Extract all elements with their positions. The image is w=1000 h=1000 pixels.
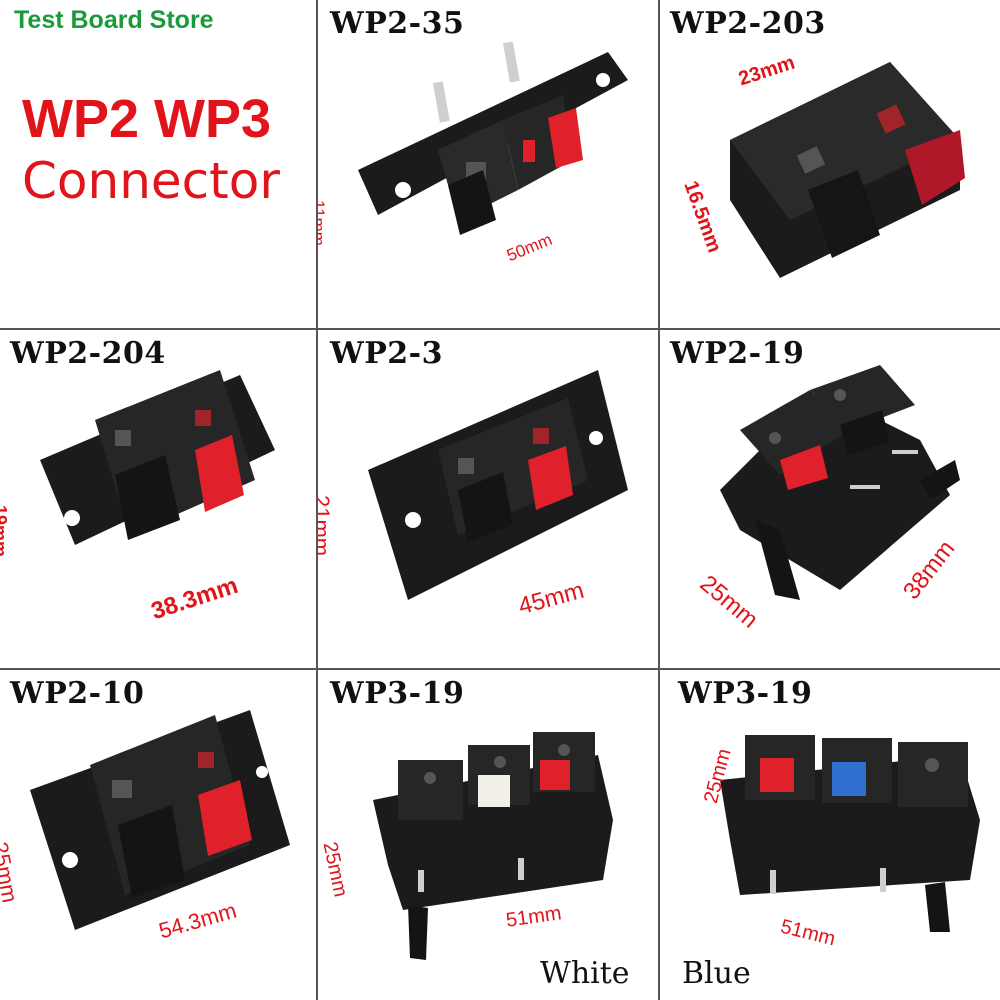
connector-wp2-35-image [358, 41, 628, 235]
panel-wp2-203: WP2-203 23mm 16.5mm [660, 0, 1000, 328]
panel-wp2-19: WP2-19 25mm 38mm [660, 330, 1000, 668]
panel-wp2-10: WP2-10 25mm 54.3mm [0, 670, 316, 1000]
color-caption: White [540, 956, 630, 991]
divider-vertical-1 [316, 0, 318, 1000]
panel-wp3-19-blue: WP3-19 25mm 51mm Blue [660, 670, 1000, 1000]
dimension-height: 19mm [0, 505, 10, 558]
panel-wp2-3: WP2-3 21mm 45mm [318, 330, 658, 668]
panel-wp3-19-white: WP3-19 25mm 51mm White [318, 670, 658, 1000]
connector-wp2-3-image [368, 370, 628, 600]
connector-wp2-19-image [720, 365, 960, 600]
store-brand: Test Board Store [14, 6, 214, 34]
connector-wp3-19-blue-image [720, 735, 980, 932]
headline-models: WP2 WP3 [22, 89, 272, 149]
model-label: WP3-19 [678, 676, 813, 711]
model-label: WP2-204 [10, 336, 166, 371]
model-label: WP3-19 [330, 676, 465, 711]
divider-horizontal-2 [0, 668, 1000, 670]
panel-wp2-35: WP2-35 11mm 50mm [318, 0, 658, 328]
connector-wp2-203-image [730, 62, 965, 278]
model-label: WP2-35 [330, 6, 465, 41]
panel-wp2-204: WP2-204 19mm 38.3mm [0, 330, 316, 668]
divider-horizontal-1 [0, 328, 1000, 330]
model-label: WP2-10 [10, 676, 145, 711]
connector-wp2-10-image [30, 710, 290, 930]
model-label: WP2-203 [670, 6, 826, 41]
dimension-height: 11mm [318, 200, 328, 246]
color-caption: Blue [682, 956, 751, 991]
connector-wp2-204-image [40, 370, 275, 545]
divider-vertical-2 [658, 0, 660, 1000]
headline-connector: Connector [22, 152, 280, 210]
connector-wp3-19-white-image [373, 732, 613, 960]
model-label: WP2-3 [330, 336, 443, 371]
model-label: WP2-19 [670, 336, 805, 371]
dimension-height: 21mm [318, 495, 334, 557]
title-panel: Test Board Store WP2 WP3 Connector [0, 0, 316, 328]
